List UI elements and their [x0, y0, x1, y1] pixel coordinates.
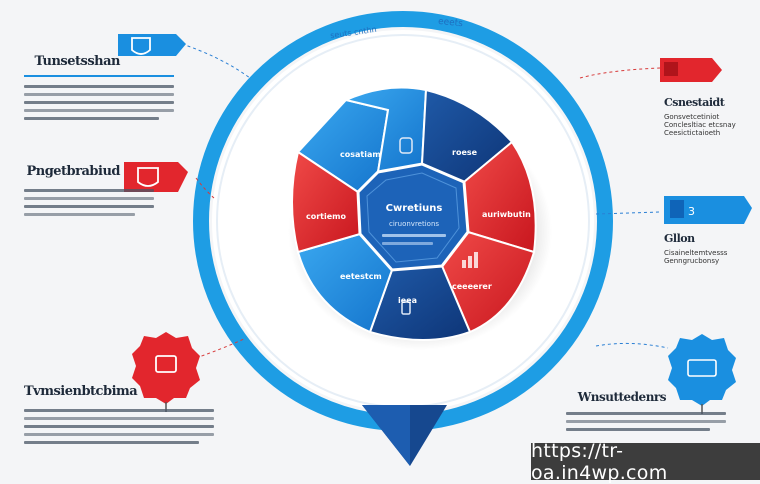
- panel-line: Genngrucbonsy: [664, 257, 720, 265]
- sector-left: [291, 150, 362, 254]
- panel-body-lines: [24, 409, 214, 444]
- center-sublabel: ciruonvretions: [388, 220, 440, 228]
- sector-icon-shield: [399, 137, 413, 154]
- shield-badge-icon: [118, 34, 186, 56]
- panel-body-lines: [566, 412, 726, 431]
- panel-title: Gllon: [664, 232, 695, 245]
- panel-title: Pngetbrabiud: [26, 164, 120, 179]
- panel-body-lines: [24, 85, 174, 120]
- panel-top-left: Tunsetsshan: [24, 54, 174, 120]
- panel-title: Tvmsienbtcbima: [24, 384, 138, 399]
- panel-title: Tunsetsshan: [34, 54, 121, 69]
- panel-line: Ceesictictaioeth: [664, 129, 721, 137]
- sector-label-bottom-left: eetestcm: [340, 272, 382, 281]
- center-label: Cwretiuns: [385, 203, 443, 214]
- panel-title: Wnsuttedenrs: [577, 390, 667, 404]
- sector-label-right: auriwbutin: [482, 210, 531, 219]
- panel-line: Gonsvetcetiniot: [664, 113, 720, 121]
- panel-top-right: Csnestaidt Gonsvetcetiniot Conclesltiac …: [664, 96, 754, 137]
- svg-text:3: 3: [688, 205, 695, 218]
- panel-bottom-left: Tvmsienbtcbima: [24, 384, 214, 444]
- panel-title: Csnestaidt: [664, 96, 725, 109]
- panel-line: Conclesltiac etcsnay: [664, 121, 736, 129]
- sector-label-top-left: cosatiam: [340, 150, 381, 159]
- sector-label-top-right: roese: [452, 148, 478, 157]
- panel-line: Cisaineltemtvesss: [664, 249, 728, 257]
- red-tag-icon: [124, 162, 188, 192]
- panel-body-lines: [24, 189, 154, 216]
- sector-ring: [291, 86, 537, 341]
- red-flag-icon: [660, 58, 722, 82]
- watermark-url: https://tr-oa.in4wp.com: [531, 440, 760, 484]
- panel-mid-right: Gllon Cisaineltemtvesss Genngrucbonsy: [664, 232, 754, 265]
- sector-icon-book: [401, 301, 411, 315]
- red-seal-icon: [132, 332, 200, 412]
- sector-icon-chart: [462, 252, 478, 268]
- panel-bottom-right: Wnsuttedenrs: [566, 390, 726, 431]
- sector-label-bottom: ieea: [398, 296, 417, 305]
- panel-mid-left: Pngetbrabiud: [24, 164, 154, 216]
- sector-label-bottom-right: ceeeerer: [452, 282, 492, 291]
- sector-label-left: cortiemo: [306, 212, 347, 221]
- blue-seal-icon: [668, 334, 736, 414]
- blue-flag-icon: 3: [664, 196, 752, 224]
- center-lines: [382, 234, 446, 245]
